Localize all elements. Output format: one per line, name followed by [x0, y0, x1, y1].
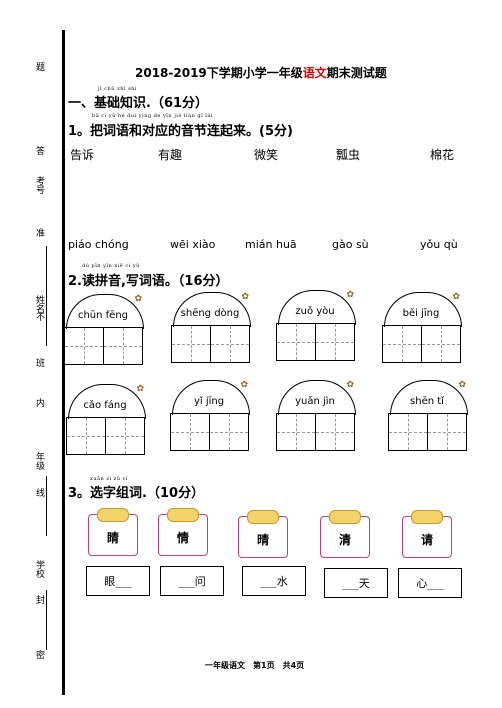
writing-box[interactable] — [210, 326, 249, 362]
side-label: 内 — [34, 398, 44, 407]
q1-pinyin: mián huā — [245, 238, 297, 251]
side-label: 年级 — [34, 452, 44, 470]
writing-box[interactable] — [421, 326, 460, 362]
char-card: 清 — [320, 510, 370, 558]
binding-rule-1 — [46, 246, 47, 346]
side-label: 不 — [34, 312, 44, 321]
bow-icon — [97, 508, 129, 522]
char-card: 晴 — [238, 510, 288, 558]
writing-box[interactable] — [105, 418, 144, 454]
writing-box[interactable] — [389, 414, 427, 450]
writing-box[interactable] — [383, 326, 421, 362]
char-card: 请 — [402, 510, 452, 558]
flower-icon: ✿ — [346, 290, 354, 300]
q1-word: 有趣 — [158, 148, 183, 162]
q1-pinyin: gào sù — [332, 238, 369, 251]
q1-word: 微笑 — [254, 148, 279, 162]
side-label: 学校 — [34, 560, 44, 578]
q1-ruby: bǎ cí yǔ hé duì yìng de yīn jié lián qǐ … — [92, 113, 213, 119]
pinyin-hut: ✿ běi jīng — [378, 292, 468, 364]
section1-ruby: jī chǔ zhī shi — [98, 86, 137, 92]
writing-box[interactable] — [172, 326, 210, 362]
writing-box[interactable] — [315, 414, 354, 450]
title-subject: 语文 — [302, 66, 327, 80]
q2-ruby: dú pīn yīn xiě cí yǔ — [82, 263, 140, 269]
side-label: 密 — [34, 650, 44, 659]
writing-box[interactable] — [315, 324, 354, 360]
flower-icon: ✿ — [240, 380, 248, 390]
pinyin-hut: ✿ yǐ jīng — [166, 380, 256, 452]
pinyin-hut: ✿ zuǒ yòu — [272, 290, 362, 362]
q1-word: 瓢虫 — [336, 148, 361, 162]
writing-box[interactable] — [67, 418, 105, 454]
side-label: 题 — [34, 62, 44, 71]
answer-box[interactable]: ___天 — [324, 568, 388, 598]
binding-rule-3 — [46, 590, 47, 650]
writing-box[interactable] — [277, 324, 315, 360]
flower-icon: ✿ — [134, 294, 142, 304]
pinyin-hut: ✿ cǎo fáng — [62, 384, 152, 456]
q1-pinyin: yǒu qù — [420, 238, 458, 251]
bow-icon — [247, 510, 279, 524]
answer-box[interactable]: 眼___ — [86, 566, 150, 596]
char-card: 睛 — [88, 508, 138, 556]
writing-box[interactable] — [171, 414, 209, 450]
pinyin-hut: ✿ shēng dòng — [167, 292, 257, 364]
q1-heading: 1。把词语和对应的音节连起来。(5分) — [68, 124, 293, 139]
flower-icon: ✿ — [241, 292, 249, 302]
side-label: 准 — [34, 228, 44, 237]
writing-box[interactable] — [277, 414, 315, 450]
binding-line — [62, 30, 65, 695]
bow-icon — [329, 510, 361, 524]
q1-pinyin: wēi xiào — [170, 238, 216, 251]
pinyin-hut: ✿ yuǎn jìn — [272, 380, 362, 452]
side-label: 班 — [34, 358, 44, 367]
side-label: 封 — [34, 595, 44, 604]
side-label: 考号 — [34, 176, 44, 194]
writing-box[interactable] — [427, 414, 466, 450]
q3-heading: 3。选字组词.（10分） — [68, 486, 205, 501]
flower-icon: ✿ — [136, 384, 144, 394]
binding-rule-2 — [46, 476, 47, 536]
answer-box[interactable]: 心___ — [398, 568, 462, 598]
side-label: 线 — [34, 488, 44, 497]
q2-heading: 2.读拼音,写词语。（16分） — [68, 274, 229, 289]
flower-icon: ✿ — [452, 292, 460, 302]
page-title: 2018-2019下学期小学一年级语文期末测试题 — [135, 66, 387, 80]
q3-ruby: xuǎn zì zǔ cí — [90, 476, 128, 482]
bow-icon — [411, 510, 443, 524]
pinyin-hut: ✿ chūn fēng — [60, 294, 150, 366]
answer-box[interactable]: ___水 — [242, 566, 306, 596]
q1-word: 棉花 — [430, 148, 455, 162]
side-label: 姓名 — [34, 295, 44, 313]
bow-icon — [167, 508, 199, 522]
page-footer: 一年级语文 第1页 共4页 — [205, 661, 305, 670]
answer-box[interactable]: ___问 — [160, 566, 224, 596]
char-card: 情 — [158, 508, 208, 556]
writing-box[interactable] — [103, 328, 142, 364]
flower-icon: ✿ — [346, 380, 354, 390]
q1-word: 告诉 — [70, 148, 95, 162]
writing-box[interactable] — [209, 414, 248, 450]
section1-heading: 一、基础知识.（61分） — [68, 96, 209, 111]
pinyin-hut: ✿ shēn tǐ — [384, 380, 474, 452]
flower-icon: ✿ — [458, 380, 466, 390]
q1-pinyin: piáo chóng — [68, 238, 129, 251]
side-label: 答 — [34, 146, 44, 155]
writing-box[interactable] — [65, 328, 103, 364]
